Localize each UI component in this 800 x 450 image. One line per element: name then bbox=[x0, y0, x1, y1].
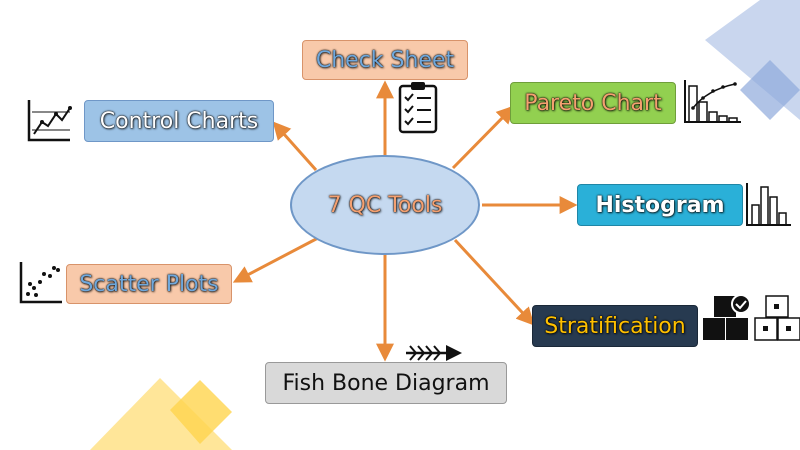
node-fish-bone-diagram: Fish Bone Diagram bbox=[265, 362, 507, 404]
node-histogram: Histogram bbox=[577, 184, 743, 226]
node-histogram-label: Histogram bbox=[595, 192, 725, 218]
node-scatter-plots-label: Scatter Plots bbox=[79, 271, 219, 297]
node-scatter-plots: Scatter Plots bbox=[66, 264, 232, 304]
stacked-boxes-icon bbox=[703, 294, 800, 341]
node-check-sheet: Check Sheet bbox=[302, 40, 468, 80]
connector-arrows bbox=[232, 80, 578, 362]
central-topic-label: 7 QC Tools bbox=[327, 192, 443, 218]
decor-bottom-left bbox=[90, 378, 232, 450]
arrow-to-scatter bbox=[232, 236, 319, 283]
central-topic: 7 QC Tools bbox=[290, 155, 480, 255]
node-control-charts: Control Charts bbox=[84, 100, 274, 142]
node-pareto-chart-label: Pareto Chart bbox=[524, 90, 662, 116]
node-fish-bone-diagram-label: Fish Bone Diagram bbox=[282, 370, 490, 396]
pareto-chart-icon bbox=[684, 80, 741, 123]
node-control-charts-label: Control Charts bbox=[99, 108, 259, 134]
arrow-to-stratification bbox=[453, 238, 535, 326]
control-chart-icon bbox=[27, 100, 72, 142]
arrow-to-pareto bbox=[451, 105, 515, 170]
node-pareto-chart: Pareto Chart bbox=[510, 82, 676, 124]
fishbone-icon bbox=[406, 345, 462, 361]
node-stratification: Stratification bbox=[532, 305, 698, 347]
decor-top-right bbox=[705, 0, 800, 120]
checklist-icon bbox=[398, 82, 438, 134]
histogram-icon bbox=[746, 183, 791, 226]
node-check-sheet-label: Check Sheet bbox=[315, 47, 455, 73]
node-stratification-label: Stratification bbox=[544, 313, 686, 339]
scatter-plot-icon bbox=[19, 262, 62, 304]
arrow-to-control bbox=[272, 121, 318, 171]
